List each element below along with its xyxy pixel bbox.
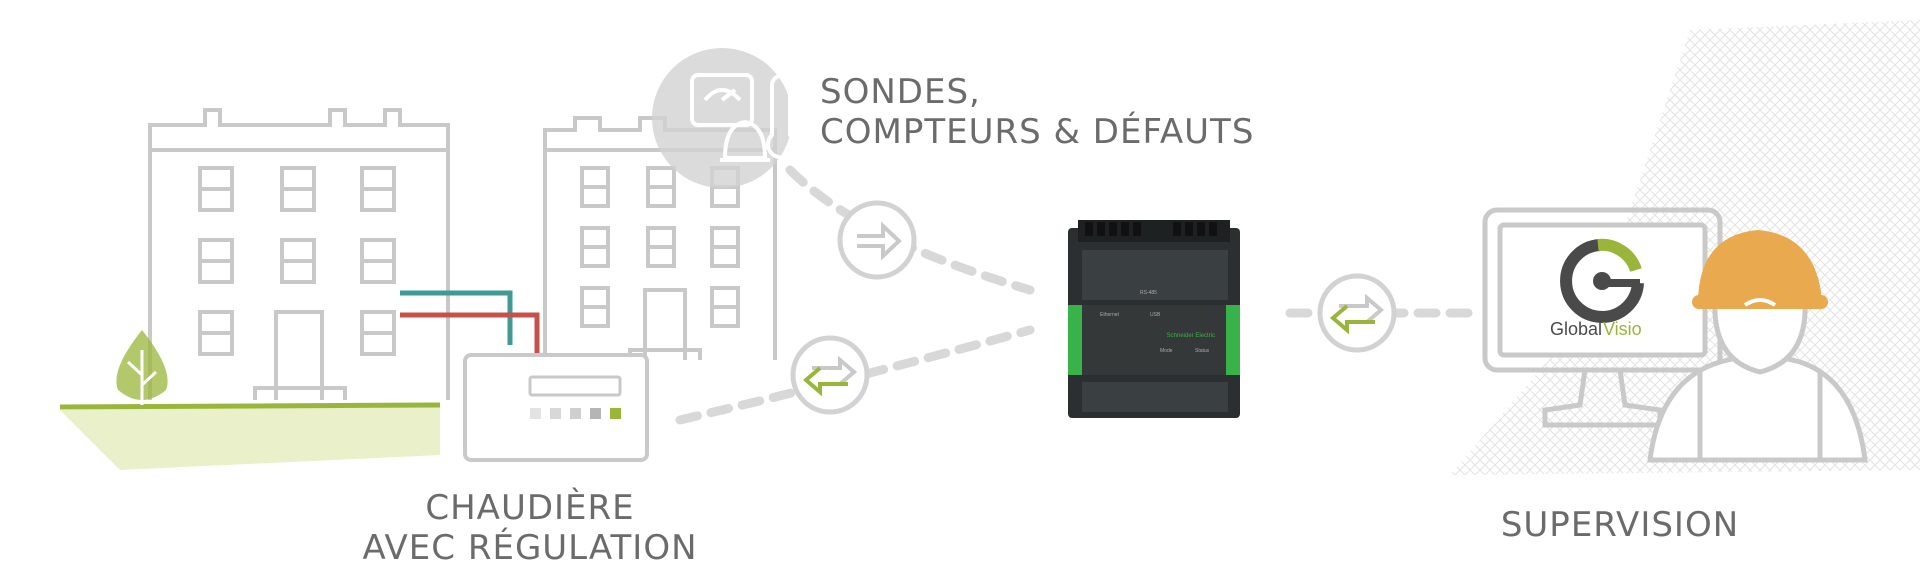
sensors-bubble [652, 48, 796, 188]
pipe-red [400, 312, 540, 355]
hard-hat-icon [1692, 230, 1828, 309]
device-port-label: USB [1150, 312, 1161, 318]
sensors-label-line: COMPTEURS & DÉFAUTS [820, 112, 1255, 152]
building-left [148, 108, 450, 400]
controller-device: Schneider Electric RS-485 Ethernet USB M… [1068, 220, 1240, 418]
monitor-icon [1482, 207, 1723, 428]
boiler [463, 353, 649, 462]
logo-text-global: Global [1550, 319, 1602, 339]
meter-icon [690, 73, 754, 127]
exchange-arrows-icon [1317, 273, 1397, 353]
boiler-label-line: AVEC RÉGULATION [362, 528, 698, 568]
arrow-right-icon [837, 200, 917, 280]
pipe-teal [400, 290, 513, 345]
logo-text-visio: Visio [1603, 319, 1642, 339]
worker-icon [1647, 230, 1868, 463]
exchange-arrows-icon [790, 335, 870, 415]
device-port-label: Ethernet [1100, 312, 1120, 318]
device-port-label: Mode [1160, 348, 1173, 354]
ground-line [59, 402, 441, 410]
boiler-label: CHAUDIÈRE AVEC RÉGULATION [340, 488, 720, 568]
ground [60, 405, 440, 470]
globalvisio-logo: Global Visio [1550, 238, 1644, 339]
boiler-label-line: CHAUDIÈRE [425, 488, 635, 528]
device-port-label: RS-485 [1140, 290, 1157, 296]
sensors-label: SONDES, COMPTEURS & DÉFAUTS [820, 72, 1254, 152]
bell-icon [720, 119, 770, 162]
supervision-label: SUPERVISION [1500, 505, 1740, 545]
sensors-label-line: SONDES, [820, 72, 981, 112]
tree-icon [116, 330, 168, 405]
device-port-label: Status [1195, 348, 1210, 354]
device-brand: Schneider Electric [1167, 333, 1215, 339]
thermometer-icon [766, 74, 796, 160]
